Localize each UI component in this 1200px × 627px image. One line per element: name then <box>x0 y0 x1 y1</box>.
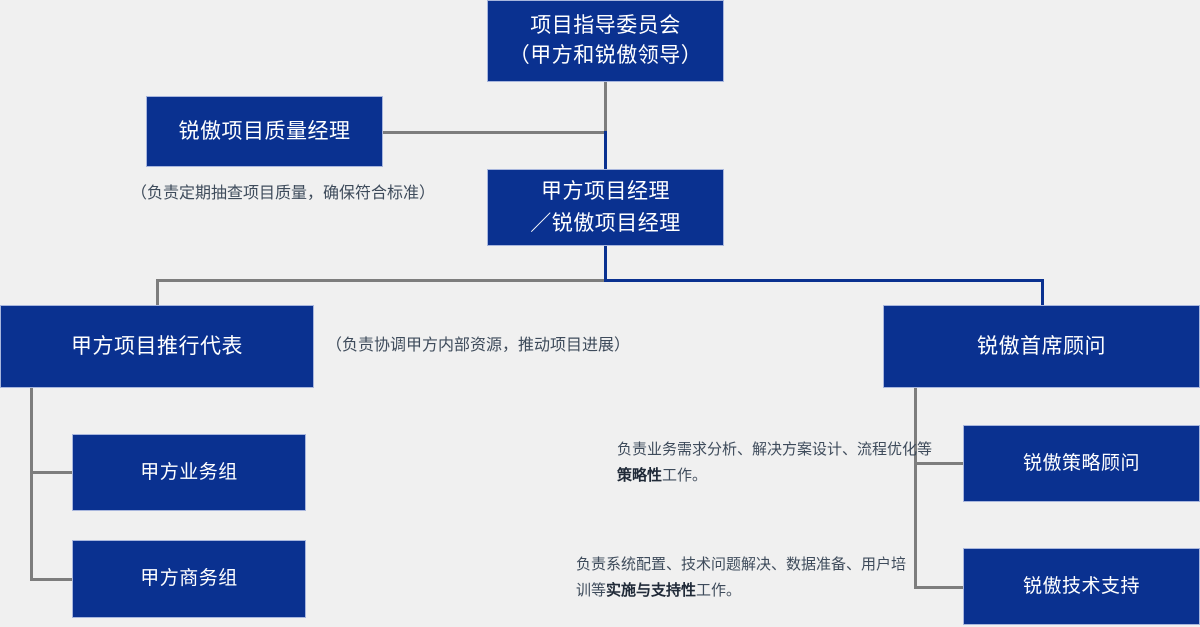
node-chief-consultant[interactable]: 锐傲首席顾问 <box>883 305 1200 388</box>
note-strategy-suffix: 工作。 <box>662 467 708 484</box>
note-support-prefix: 负责系统配置、技术问题解决、数据准备、用户培训等 <box>576 556 907 599</box>
node-strategy-consultant-label: 锐傲策略顾问 <box>1022 452 1140 474</box>
node-project-manager[interactable]: 甲方项目经理 ／锐傲项目经理 <box>487 169 724 246</box>
connector-level3-bus-left <box>156 279 606 282</box>
connector-branch-business-group <box>30 471 74 474</box>
node-quality-manager[interactable]: 锐傲项目质量经理 <box>146 96 383 167</box>
node-technical-support[interactable]: 锐傲技术支持 <box>963 548 1200 625</box>
connector-quality-manager-horizontal <box>383 131 606 134</box>
connector-pm-stem <box>604 246 607 282</box>
connector-steering-stem-gray <box>604 82 607 133</box>
node-steering-committee-line2: （甲方和锐傲领导） <box>508 44 703 67</box>
connector-drop-chief-consultant <box>1041 279 1044 307</box>
node-project-manager-line2: ／锐傲项目经理 <box>530 211 681 235</box>
node-project-manager-line1: 甲方项目经理 <box>541 179 670 203</box>
node-client-commercial-group-label: 甲方商务组 <box>140 568 238 589</box>
connector-left-subtree-spine <box>30 388 33 581</box>
node-steering-committee[interactable]: 项目指导委员会 （甲方和锐傲领导） <box>487 0 724 82</box>
node-technical-support-label: 锐傲技术支持 <box>1022 575 1140 597</box>
node-client-representative-label: 甲方项目推行代表 <box>71 334 243 358</box>
note-strategy-responsibilities: 负责业务需求分析、解决方案设计、流程优化等策略性工作。 <box>617 437 932 489</box>
node-quality-manager-label: 锐傲项目质量经理 <box>178 119 351 143</box>
note-strategy-emphasis: 策略性 <box>617 467 663 484</box>
node-steering-committee-line1: 项目指导委员会 <box>530 14 681 37</box>
connector-drop-client-representative <box>156 279 159 307</box>
note-support-emphasis: 实施与支持性 <box>606 582 697 599</box>
connector-right-subtree-spine <box>914 388 917 589</box>
node-strategy-consultant[interactable]: 锐傲策略顾问 <box>963 425 1200 502</box>
note-strategy-prefix: 负责业务需求分析、解决方案设计、流程优化等 <box>617 441 933 458</box>
connector-level3-bus-right <box>604 279 1044 282</box>
note-client-representative: （负责协调甲方内部资源，推动项目进展） <box>326 337 631 354</box>
node-client-representative[interactable]: 甲方项目推行代表 <box>0 305 314 388</box>
connector-steering-stem-blue <box>604 131 607 171</box>
node-client-business-group[interactable]: 甲方业务组 <box>72 434 306 511</box>
note-support-responsibilities: 负责系统配置、技术问题解决、数据准备、用户培训等实施与支持性工作。 <box>576 552 906 604</box>
connector-branch-technical-support <box>914 586 965 589</box>
connector-branch-commercial-group <box>30 578 74 581</box>
note-support-suffix: 工作。 <box>696 582 742 599</box>
note-quality-manager: （负责定期抽查项目质量，确保符合标准） <box>130 185 435 202</box>
node-chief-consultant-label: 锐傲首席顾问 <box>977 334 1106 358</box>
node-client-commercial-group[interactable]: 甲方商务组 <box>72 540 306 618</box>
node-client-business-group-label: 甲方业务组 <box>140 461 238 483</box>
connector-branch-strategy-consultant <box>914 462 965 465</box>
